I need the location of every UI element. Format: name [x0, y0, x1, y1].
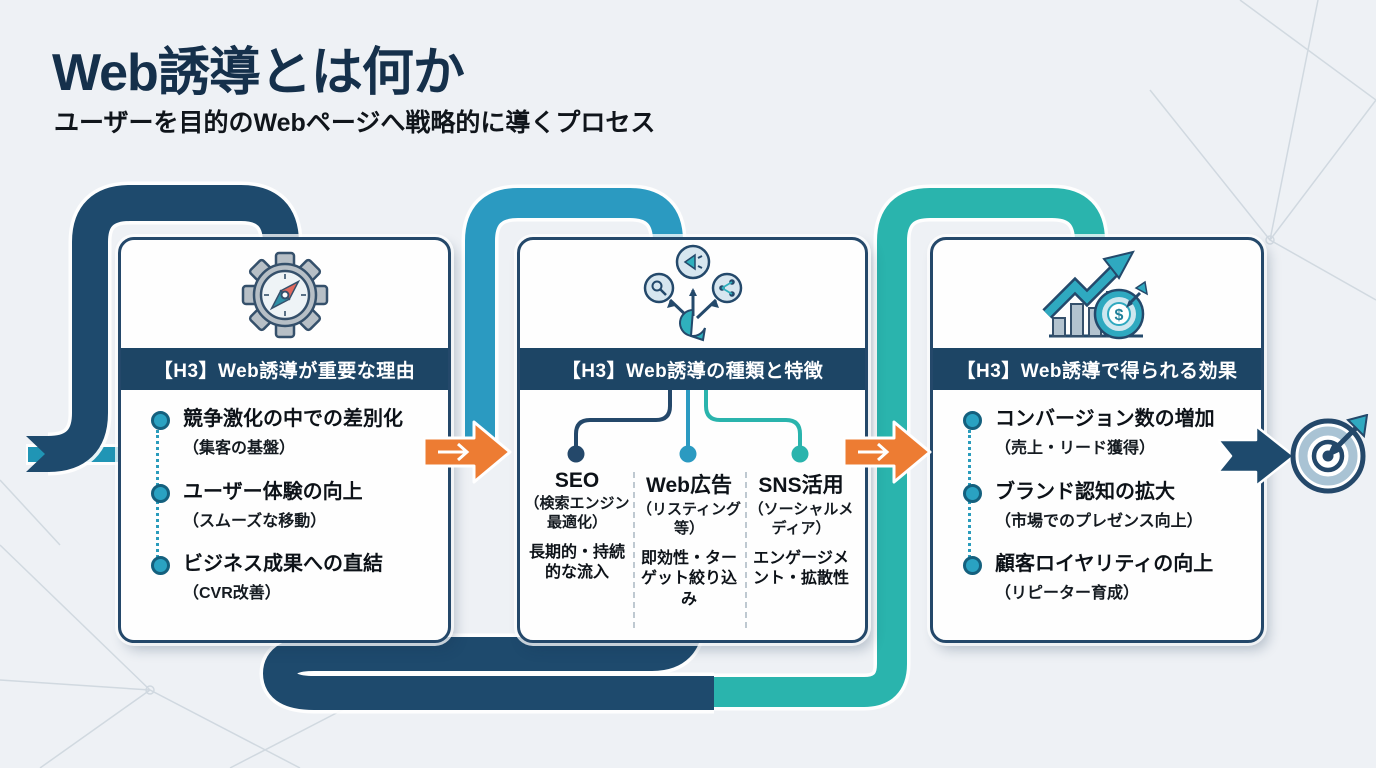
card-why-important: 【H3】Web誘導が重要な理由 競争激化の中での差別化 （集客の基盤） ユーザー…	[118, 237, 451, 643]
list-item: 顧客ロイヤリティの向上 （リピーター育成）	[963, 553, 1213, 603]
list-item: コンバージョン数の増加 （売上・リード獲得）	[963, 408, 1215, 458]
page-title: Web誘導とは何か	[52, 44, 465, 102]
final-arrow-icon	[1218, 424, 1296, 488]
navy-ribbon-notch	[26, 436, 50, 472]
gear-compass-icon	[121, 240, 448, 348]
column-title: SNS活用	[758, 474, 844, 497]
blue-arch-pipe	[465, 188, 683, 464]
growth-chart-icon: $	[933, 240, 1261, 348]
column-desc: 長期的・持続的な流入	[528, 543, 625, 582]
card2-header: 【H3】Web誘導の種類と特徴	[520, 348, 865, 390]
teal-pipe	[698, 188, 1105, 707]
channel-column-ads: Web広告 （リスティング等） 即効性・ターゲット絞り込み	[636, 469, 742, 611]
list-item: ビジネス成果への直結 （CVR改善）	[151, 553, 383, 603]
list-item: 競争激化の中での差別化 （集客の基盤）	[151, 408, 403, 458]
bullet-note: （スムーズな移動）	[183, 513, 327, 530]
bullet-title: ユーザー体験の向上	[183, 481, 363, 503]
bullet-dot	[151, 556, 170, 575]
column-title: SEO	[554, 469, 600, 492]
navy-u-pipe	[262, 610, 714, 710]
column-divider	[633, 472, 635, 628]
column-desc: 即効性・ターゲット絞り込み	[640, 549, 737, 609]
bullet-title: ブランド認知の拡大	[995, 481, 1175, 503]
column-note: （ソーシャルメディア）	[748, 501, 854, 537]
bullet-note: （集客の基盤）	[183, 440, 296, 457]
channel-column-sns: SNS活用 （ソーシャルメディア） エンゲージメント・拡散性	[748, 469, 854, 590]
channel-column-seo: SEO （検索エンジン最適化） 長期的・持続的な流入	[524, 469, 630, 584]
navy-arch-pipe	[47, 185, 299, 472]
bullet-title: ビジネス成果への直結	[183, 553, 383, 575]
card1-header: 【H3】Web誘導が重要な理由	[121, 348, 448, 390]
bullet-note: （売上・リード獲得）	[995, 440, 1156, 457]
bullet-note: （リピーター育成）	[995, 585, 1140, 602]
traffic-channels-icon	[520, 240, 865, 348]
coin-symbol: $	[1115, 307, 1124, 324]
bullet-title: 顧客ロイヤリティの向上	[995, 553, 1214, 575]
bullet-note: （CVR改善）	[183, 585, 281, 602]
flow-arrow-1-icon	[422, 420, 512, 484]
bullet-title: コンバージョン数の増加	[995, 408, 1215, 430]
card-types-features: 【H3】Web誘導の種類と特徴 SEO （検索エンジン最適化） 長期的・持続的な…	[517, 237, 868, 643]
list-item: ブランド認知の拡大 （市場でのプレゼンス向上）	[963, 481, 1203, 531]
card-effects: $ 【H3】Web誘導で得られる効果 コンバージョン数の増加 （売上・リード獲得…	[930, 237, 1264, 643]
column-desc: エンゲージメント・拡散性	[752, 549, 849, 588]
bullet-dot	[963, 484, 982, 503]
page-subtitle: ユーザーを目的のWebページへ戦略的に導くプロセス	[54, 109, 656, 137]
flow-arrow-2-icon	[842, 420, 932, 484]
bullet-title: 競争激化の中での差別化	[183, 408, 403, 430]
card3-header: 【H3】Web誘導で得られる効果	[933, 348, 1261, 390]
column-divider	[745, 472, 747, 628]
column-note: （リスティング等）	[636, 501, 742, 537]
bullet-note: （市場でのプレゼンス向上）	[995, 513, 1203, 530]
target-icon	[1290, 414, 1369, 494]
list-item: ユーザー体験の向上 （スムーズな移動）	[151, 481, 363, 531]
column-note: （検索エンジン最適化）	[524, 495, 630, 531]
bullet-dot	[963, 411, 982, 430]
column-title: Web広告	[646, 474, 732, 497]
bullet-dot	[151, 411, 170, 430]
bullet-dot	[151, 484, 170, 503]
bullet-dot	[963, 556, 982, 575]
